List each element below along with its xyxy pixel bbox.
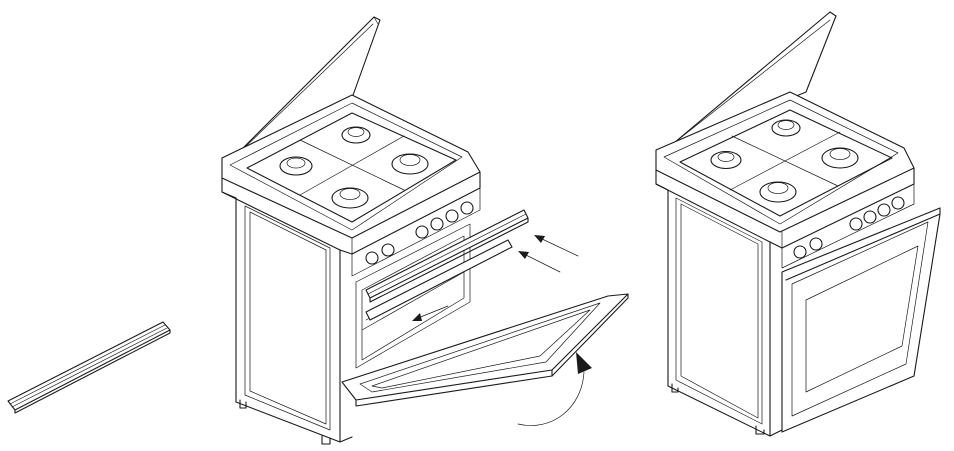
burner-rear-right — [341, 126, 371, 144]
control-knobs — [365, 201, 474, 265]
hob-top — [221, 94, 481, 239]
cooker-body-closed — [655, 167, 941, 437]
insert-arrow-icon — [412, 235, 579, 321]
trim-strip-inserting — [365, 209, 529, 303]
rotate-arrow-icon — [517, 352, 592, 426]
cooker-body — [221, 171, 481, 445]
burner-rear-left — [279, 156, 313, 176]
oven-door-open — [341, 239, 629, 407]
cooker-door-closed — [655, 11, 941, 437]
detached-trim-strip — [7, 321, 171, 414]
burner-front-left — [331, 187, 369, 209]
burner-front-right — [391, 153, 429, 175]
cooker-door-open — [221, 16, 629, 445]
